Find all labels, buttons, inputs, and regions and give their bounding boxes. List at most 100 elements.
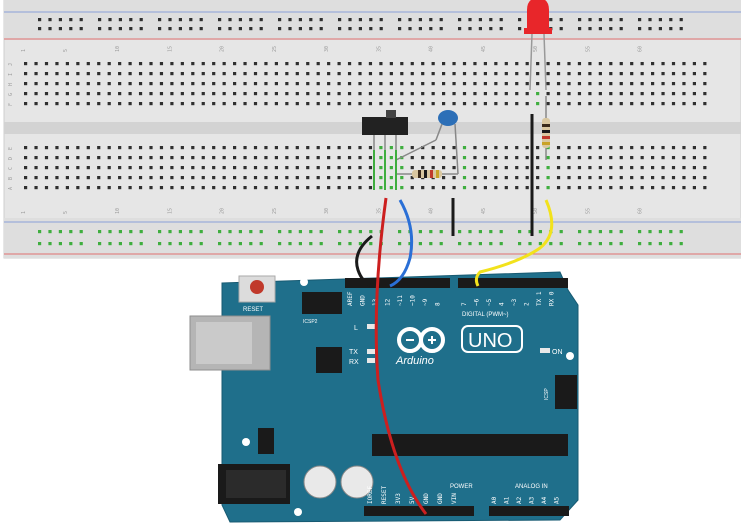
breadboard-hole: [69, 230, 73, 234]
breadboard-hole: [389, 186, 393, 190]
breadboard-hole: [536, 62, 540, 66]
breadboard-hole: [108, 230, 112, 234]
breadboard-hole: [559, 18, 563, 22]
breadboard-hole: [327, 156, 331, 160]
breadboard-hole: [418, 242, 422, 246]
breadboard-hole: [65, 82, 69, 86]
breadboard-hole: [107, 146, 111, 150]
breadboard-hole: [692, 166, 696, 170]
breadboard-hole: [138, 146, 143, 150]
breadboard-hole: [598, 186, 602, 190]
breadboard-hole: [298, 230, 302, 234]
breadboard-hole: [661, 62, 665, 66]
breadboard-hole: [97, 62, 101, 66]
breadboard-hole: [483, 156, 487, 160]
breadboard-hole: [295, 72, 299, 76]
breadboard-hole: [79, 230, 83, 234]
breadboard-hole: [138, 102, 143, 106]
breadboard-hole: [452, 166, 456, 170]
breadboard-hole: [525, 146, 529, 150]
breadboard-hole: [598, 156, 602, 160]
breadboard-hole: [238, 27, 242, 31]
breadboard-hole: [55, 156, 59, 160]
breadboard-hole: [671, 72, 676, 76]
breadboard-hole: [651, 156, 655, 160]
column-number-top: 45: [481, 46, 487, 52]
breadboard-hole: [515, 92, 519, 96]
breadboard-hole: [97, 156, 101, 160]
breadboard-hole: [129, 242, 133, 246]
breadboard-hole: [327, 146, 331, 150]
breadboard-hole: [588, 62, 592, 66]
breadboard-hole: [588, 18, 592, 22]
breadboard-hole: [536, 156, 540, 160]
breadboard-hole: [369, 230, 373, 234]
breadboard-hole: [358, 72, 362, 76]
breadboard-hole: [274, 146, 278, 150]
breadboard-hole: [546, 82, 550, 86]
breadboard-hole: [379, 72, 383, 76]
breadboard-hole: [288, 242, 292, 246]
breadboard-hole: [274, 72, 278, 76]
row-letter-bottom: D: [8, 157, 14, 160]
slide-switch[interactable]: [362, 117, 408, 135]
breadboard-hole: [368, 176, 373, 180]
breadboard-hole: [48, 242, 52, 246]
breadboard-hole: [347, 92, 352, 96]
breadboard-hole: [494, 146, 498, 150]
breadboard-hole: [473, 72, 477, 76]
breadboard-hole: [398, 230, 402, 234]
breadboard-hole: [44, 176, 49, 180]
breadboard-hole: [546, 186, 550, 190]
breadboard-hole: [369, 27, 373, 31]
breadboard-hole: [682, 166, 686, 170]
breadboard-hole: [431, 166, 435, 170]
breadboard-hole: [518, 18, 522, 22]
analog-pin-label: A1: [504, 496, 511, 504]
breadboard-hole: [671, 146, 676, 150]
breadboard-hole: [86, 156, 90, 160]
breadboard-hole: [118, 186, 122, 190]
black-wire-gnd: [355, 234, 373, 288]
column-number-bottom: 30: [324, 208, 330, 214]
breadboard-hole: [65, 102, 69, 106]
breadboard-hole: [692, 146, 696, 150]
breadboard-hole: [567, 156, 571, 160]
breadboard-hole: [44, 166, 49, 170]
breadboard-hole: [588, 242, 592, 246]
breadboard-hole: [504, 102, 508, 106]
breadboard-hole: [559, 242, 563, 246]
breadboard-hole: [149, 82, 153, 86]
breadboard-hole: [598, 230, 602, 234]
breadboard-hole: [34, 186, 38, 190]
breadboard-hole: [619, 176, 623, 180]
breadboard-hole: [439, 242, 443, 246]
breadboard-hole: [379, 18, 383, 22]
breadboard-hole: [285, 92, 289, 96]
column-number-bottom: 15: [167, 208, 173, 214]
icsp2-header: [302, 292, 342, 314]
breadboard-hole: [462, 146, 467, 150]
breadboard-hole: [249, 242, 253, 246]
breadboard-hole: [538, 242, 542, 246]
breadboard-hole: [494, 72, 498, 76]
breadboard-hole: [295, 146, 299, 150]
breadboard-hole: [431, 186, 435, 190]
breadboard-hole: [243, 176, 247, 180]
breadboard-hole: [442, 92, 446, 96]
breadboard-hole: [389, 166, 393, 170]
breadboard-hole: [274, 82, 278, 86]
breadboard-hole: [546, 156, 550, 160]
breadboard-hole: [483, 82, 487, 86]
breadboard-hole: [528, 230, 532, 234]
breadboard-hole: [609, 27, 613, 31]
breadboard-hole: [588, 27, 592, 31]
breadboard-hole: [170, 156, 174, 160]
breadboard-hole: [358, 62, 362, 66]
breadboard-hole: [319, 242, 323, 246]
breadboard-hole: [128, 166, 132, 170]
breadboard-hole: [577, 82, 582, 86]
breadboard-hole: [338, 230, 342, 234]
breadboard-hole: [348, 18, 352, 22]
